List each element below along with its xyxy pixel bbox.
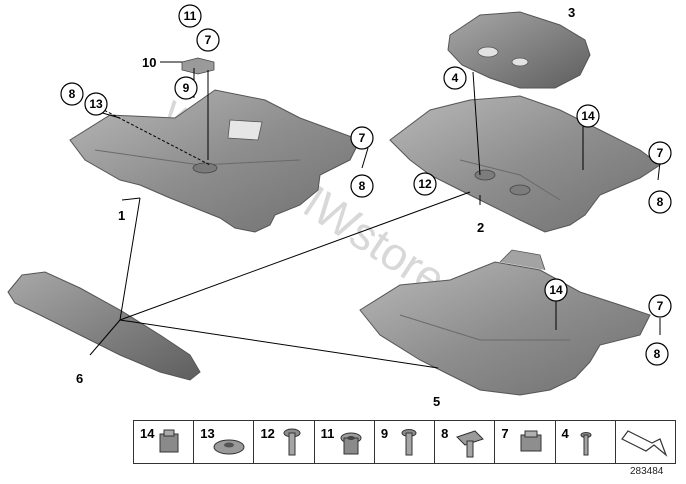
- cover-plate-3: [447, 11, 591, 89]
- reference-code: 283484: [630, 466, 664, 477]
- callout-2: 2: [477, 220, 484, 235]
- underbody-panel-5: [359, 249, 651, 396]
- leader-lines: [84, 68, 661, 369]
- legend-cell-screw: 9: [375, 421, 436, 463]
- screw-icon: [401, 429, 417, 456]
- callout-8: 8: [657, 195, 664, 209]
- washer-icon: [213, 439, 245, 455]
- legend-label: 12: [260, 426, 275, 441]
- callout-14: 14: [549, 283, 563, 297]
- circled-callouts: [60, 4, 672, 366]
- callout-11: 11: [184, 9, 197, 23]
- legend-cell-spring-nut: 7: [495, 421, 556, 463]
- callout-14: 14: [581, 109, 595, 123]
- rivet-icon: [580, 432, 592, 456]
- callout-4: 4: [452, 71, 459, 85]
- spring-nut-icon: [520, 430, 542, 452]
- underbody-panel-1: [69, 89, 361, 233]
- callout-5: 5: [433, 394, 440, 409]
- grommet-icon: [340, 432, 362, 455]
- callout-7: 7: [657, 146, 664, 160]
- legend-cell-clip-nut: 14: [134, 421, 195, 463]
- legend-label: 11: [320, 426, 335, 441]
- callout-8: 8: [69, 87, 76, 101]
- callout-7: 7: [359, 131, 366, 145]
- legend-cell-flange-bolt: 8: [435, 421, 496, 463]
- direction-arrow-icon: [620, 430, 668, 457]
- legend-label: 9: [380, 426, 389, 441]
- callout-12: 12: [418, 177, 432, 191]
- callout-13: 13: [89, 97, 103, 111]
- underbody-panel-2: [389, 95, 661, 233]
- clip-nut-icon: [159, 429, 179, 453]
- parts-legend: 14 13 12 11 9 8: [133, 420, 676, 464]
- bracket-10: [181, 57, 215, 75]
- hex-bolt-icon: [283, 428, 301, 456]
- legend-label: 13: [200, 426, 215, 441]
- callout-9: 9: [183, 81, 190, 95]
- legend-cell-grommet: 11: [315, 421, 375, 463]
- legend-label: 14: [140, 426, 155, 441]
- legend-label: 4: [561, 426, 569, 441]
- legend-cell-direction: [616, 421, 675, 463]
- callout-6: 6: [76, 371, 83, 386]
- callout-7: 7: [205, 33, 212, 47]
- callout-8: 8: [359, 179, 366, 193]
- callout-7: 7: [657, 299, 664, 313]
- callout-1: 1: [118, 208, 125, 223]
- callout-3: 3: [568, 5, 575, 20]
- callout-8: 8: [654, 347, 661, 361]
- legend-label: 8: [441, 426, 449, 441]
- legend-label: 7: [501, 426, 509, 441]
- legend-cell-rivet: 4: [556, 421, 616, 463]
- flange-bolt-icon: [456, 430, 485, 458]
- legend-cell-washer: 13: [194, 421, 255, 463]
- callout-10: 10: [142, 55, 156, 70]
- cover-strip-6: [7, 271, 201, 381]
- legend-cell-hex-bolt: 12: [254, 421, 315, 463]
